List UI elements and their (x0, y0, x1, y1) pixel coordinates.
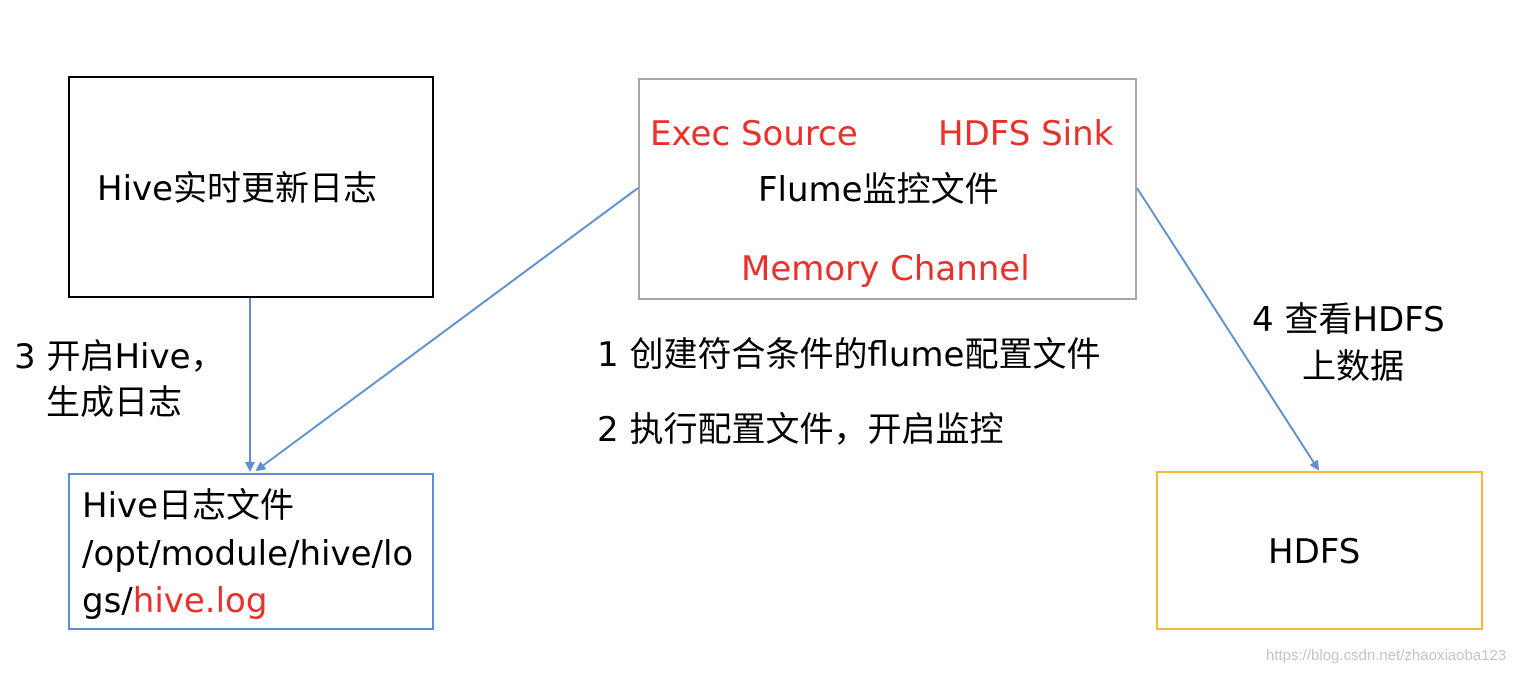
flume-monitor-label: Flume监控文件 (758, 170, 999, 210)
step4-label-cont: 上数据 (1302, 347, 1404, 387)
hive-log-title: Hive日志文件 (82, 486, 295, 526)
step3-label: 3 开启Hive， (14, 337, 225, 377)
arrow-flume-to-hdfs (1136, 187, 1320, 471)
hive-log-file-box (68, 473, 434, 630)
flume-monitor-box (638, 78, 1137, 300)
hdfs-sink-label: HDFS Sink (938, 114, 1114, 154)
watermark-url: https://blog.csdn.net/zhaoxiaoba123 (1266, 647, 1507, 664)
exec-source-label: Exec Source (650, 114, 858, 154)
hdfs-label: HDFS (1268, 532, 1361, 572)
arrow-flume-to-log (255, 187, 639, 472)
hive-realtime-log-label: Hive实时更新日志 (97, 169, 378, 209)
hdfs-box (1156, 471, 1483, 630)
memory-channel-label: Memory Channel (741, 249, 1030, 289)
step1-label: 1 创建符合条件的flume配置文件 (597, 335, 1101, 375)
hive-realtime-log-box (68, 76, 434, 298)
step3-label-cont: 生成日志 (46, 383, 182, 423)
step2-label: 2 执行配置文件，开启监控 (597, 410, 1004, 450)
hive-log-path-prefix: gs/ (82, 581, 133, 621)
step4-label: 4 查看HDFS (1252, 300, 1445, 340)
hive-log-path-line: /opt/module/hive/lo (82, 534, 414, 574)
hive-log-path-line: gs/hive.log (82, 584, 267, 618)
hive-log-filename: hive.log (132, 581, 268, 621)
